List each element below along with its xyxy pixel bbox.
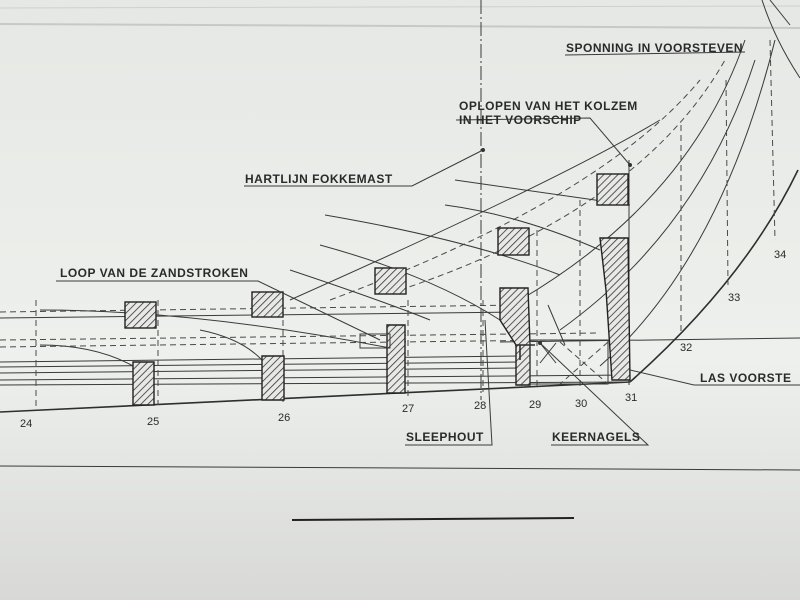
frame-number: 32 bbox=[680, 342, 692, 354]
label-las-voorste: LAS VOORSTE bbox=[700, 371, 792, 385]
label-hartlijn: HARTLIJN FOKKEMAST bbox=[245, 172, 393, 186]
stem-curves bbox=[289, 0, 800, 383]
paper-fold-line-2 bbox=[0, 5, 800, 9]
frame-number: 31 bbox=[625, 392, 637, 404]
keelson-detail bbox=[359, 304, 609, 385]
leader-lines bbox=[56, 51, 800, 446]
frame-number: 26 bbox=[278, 412, 290, 424]
drawing-frame-bottom bbox=[0, 465, 800, 471]
title-underline bbox=[291, 517, 575, 521]
frame-number: 30 bbox=[575, 398, 587, 410]
frame-number: 34 bbox=[774, 249, 786, 261]
frame-number: 29 bbox=[529, 399, 541, 411]
label-zandstroken: LOOP VAN DE ZANDSTROKEN bbox=[60, 266, 248, 280]
label-sponning: SPONNING IN VOORSTEVEN bbox=[566, 41, 743, 55]
label-oplopen-line1: OPLOPEN VAN HET KOLZEM bbox=[459, 99, 638, 113]
paper-fold-line bbox=[0, 23, 800, 29]
frame-number: 27 bbox=[402, 403, 414, 415]
frame-number: 25 bbox=[147, 416, 159, 428]
hatched-frame-sections bbox=[124, 173, 631, 406]
label-keernagels: KEERNAGELS bbox=[552, 430, 640, 444]
frame-number: 33 bbox=[728, 292, 740, 304]
label-sleephout: SLEEPHOUT bbox=[406, 430, 484, 444]
frame-number: 24 bbox=[20, 418, 32, 430]
label-oplopen-line2: IN HET VOORSCHIP bbox=[459, 113, 582, 127]
frame-number: 28 bbox=[474, 400, 486, 412]
